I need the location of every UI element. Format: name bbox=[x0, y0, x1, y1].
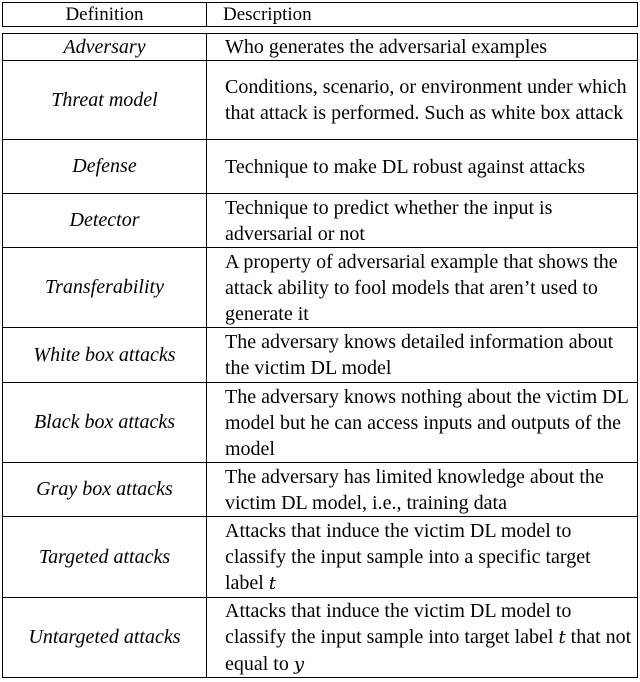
description-cell: Attacks that induce the victim DL model … bbox=[225, 599, 632, 675]
description-cell: Technique to predict whether the input i… bbox=[225, 196, 553, 245]
description-cell: Who generates the adversarial examples bbox=[225, 36, 548, 58]
math-variable: y bbox=[293, 653, 305, 675]
description-cell: The adversary knows nothing about the vi… bbox=[225, 385, 629, 460]
table-row: Detector Technique to predict whether th… bbox=[3, 194, 637, 248]
table-row: Defense Technique to make DL robust agai… bbox=[3, 140, 637, 194]
description-cell: The adversary has limited knowledge abou… bbox=[225, 465, 604, 514]
term-cell: Gray box attacks bbox=[36, 478, 173, 500]
math-variable: t bbox=[268, 572, 277, 594]
term-cell: Defense bbox=[72, 155, 137, 177]
description-cell: A property of adversarial example that s… bbox=[225, 250, 618, 325]
table-row: Transferability A property of adversaria… bbox=[3, 248, 637, 328]
table-row: Black box attacks The adversary knows no… bbox=[3, 383, 637, 463]
term-cell: Untargeted attacks bbox=[28, 626, 181, 648]
term-cell: Detector bbox=[69, 209, 140, 231]
table-row: White box attacks The adversary knows de… bbox=[3, 328, 637, 383]
table-body: Adversary Who generates the adversarial … bbox=[2, 33, 638, 678]
term-cell: White box attacks bbox=[33, 343, 176, 366]
description-cell: Attacks that induce the victim DL model … bbox=[225, 519, 591, 594]
math-variable: t bbox=[558, 626, 566, 648]
table-row: Targeted attacks Attacks that induce the… bbox=[3, 517, 637, 598]
description-cell: Technique to make DL robust against atta… bbox=[225, 155, 585, 178]
term-cell: Transferability bbox=[45, 276, 164, 298]
term-cell: Threat model bbox=[51, 88, 158, 111]
table-row: Adversary Who generates the adversarial … bbox=[3, 34, 637, 61]
header-description: Description bbox=[223, 3, 312, 25]
table-row: Gray box attacks The adversary has limit… bbox=[3, 463, 637, 517]
term-cell: Black box attacks bbox=[33, 411, 176, 433]
table-header: Definition Description bbox=[2, 2, 638, 27]
term-cell: Adversary bbox=[63, 35, 146, 58]
table-row: Threat model Conditions, scenario, or en… bbox=[3, 61, 637, 140]
table-row: Untargeted attacks Attacks that induce t… bbox=[3, 598, 637, 677]
description-cell: Conditions, scenario, or environment und… bbox=[225, 76, 627, 124]
description-cell: The adversary knows detailed information… bbox=[225, 331, 614, 379]
header-definition: Definition bbox=[3, 3, 207, 26]
term-cell: Targeted attacks bbox=[38, 545, 171, 568]
